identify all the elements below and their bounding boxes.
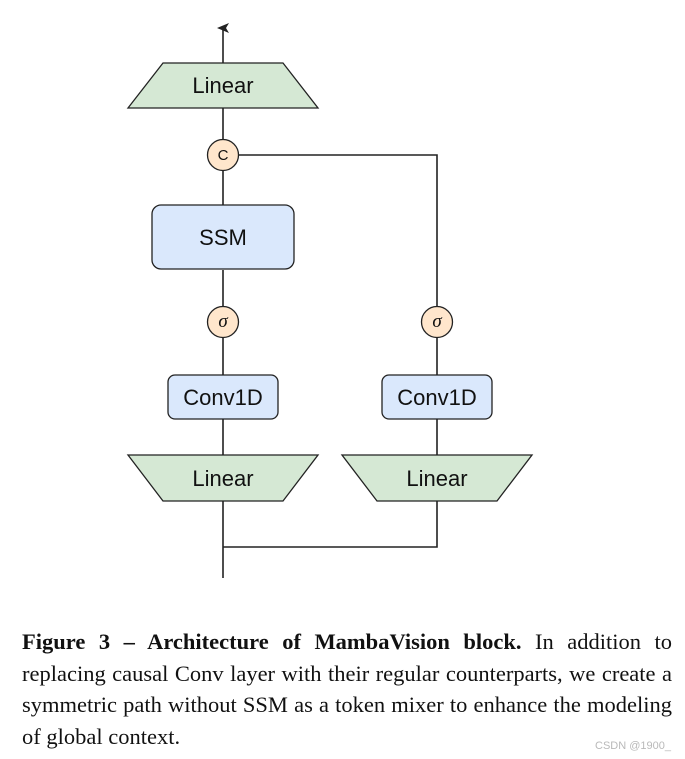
conv-right-box [381,374,493,420]
edge-sigma-right-to-concat [239,154,438,306]
sigma-left-label: σ [218,311,228,332]
linear-left-shape [126,454,320,502]
sigma-right-node: σ [420,305,454,339]
sigma-right-label: σ [432,311,442,332]
figure-caption: Figure 3 – Architecture of MambaVision b… [22,626,672,752]
linear-top-node: Linear [126,62,320,109]
sigma-left-circle [206,305,240,339]
linear-top-shape [126,62,320,109]
mambavision-block-diagram: Linear C SSM σ σ Conv1D Conv1D Linear Li… [126,23,534,578]
ssm-node: SSM [151,204,295,270]
caption-body: In addition to replacing causal Conv lay… [22,629,672,749]
concat-circle [206,138,240,172]
sigma-left-node: σ [206,305,240,339]
ssm-label: SSM [199,225,247,250]
concat-label: C [218,147,229,164]
conv-left-label: Conv1D [183,385,262,410]
conv-right-label: Conv1D [397,385,476,410]
connections [217,23,438,578]
linear-right-label: Linear [406,466,467,491]
linear-right-node: Linear [340,454,534,502]
conv-left-node: Conv1D [167,374,279,420]
conv-left-box [167,374,279,420]
edge-input-branch-to-linear-right [223,501,438,548]
sigma-right-circle [420,305,454,339]
ssm-box [151,204,295,270]
concat-node: C [206,138,240,172]
linear-left-label: Linear [192,466,253,491]
linear-left-node: Linear [126,454,320,502]
conv-right-node: Conv1D [381,374,493,420]
linear-top-label: Linear [192,73,253,98]
linear-right-shape [340,454,534,502]
caption-heading: Figure 3 – Architecture of MambaVision b… [22,629,522,654]
csdn-watermark: CSDN @1900_ [595,740,671,752]
